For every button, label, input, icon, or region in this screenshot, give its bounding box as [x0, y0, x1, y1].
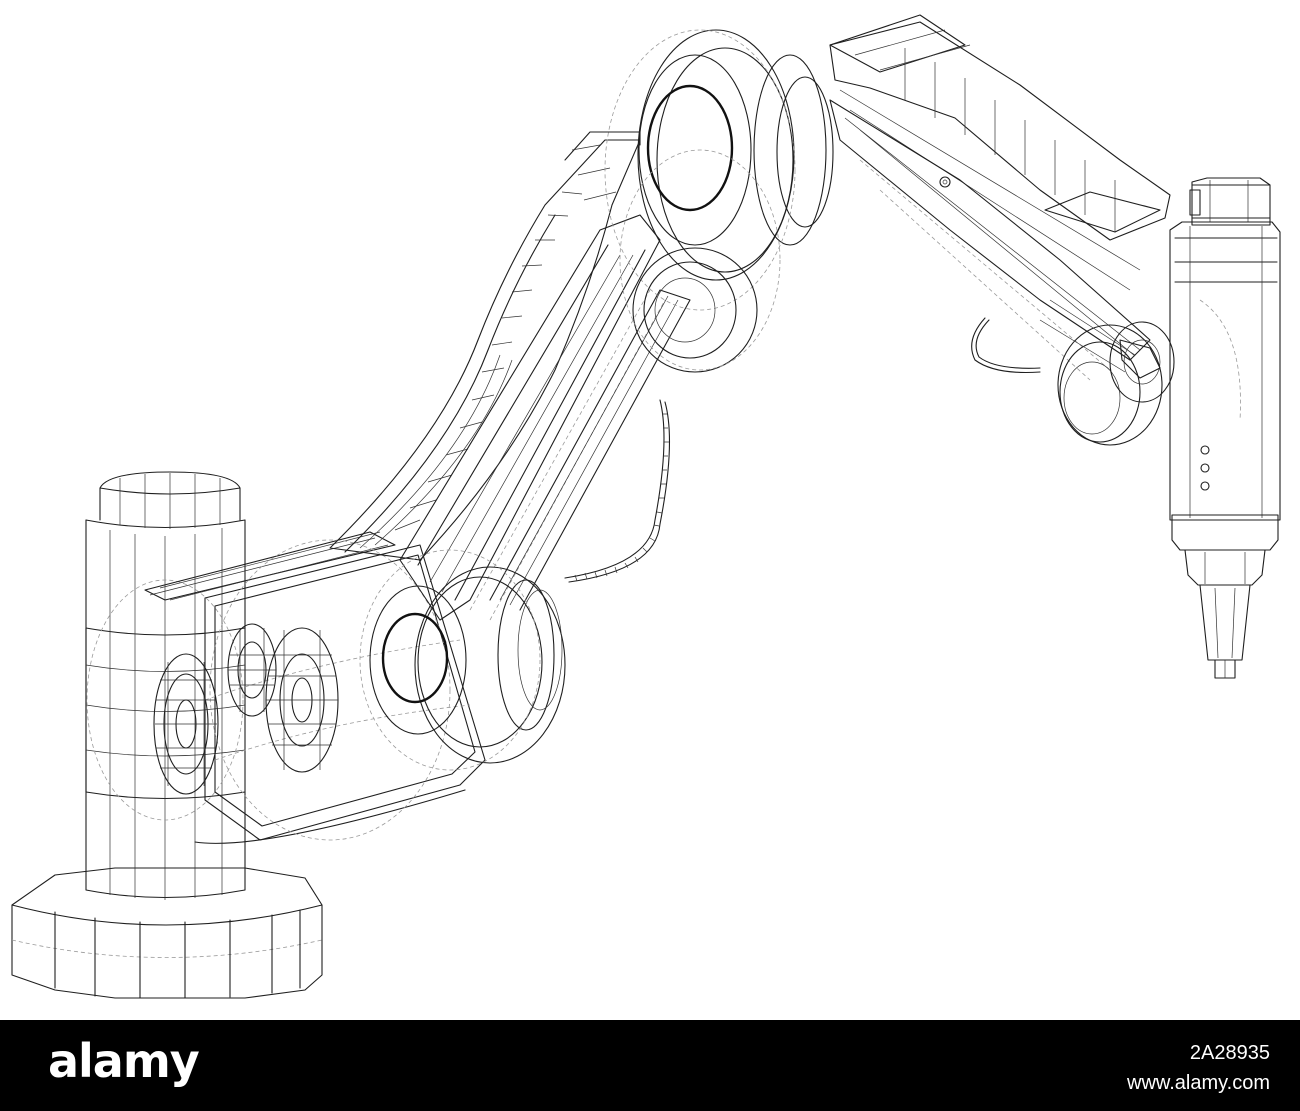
robot-arm-illustration: [11, 14, 1281, 999]
forearm: [829, 14, 1171, 381]
elbow-joint-lower: [359, 549, 566, 771]
base-column: [85, 471, 246, 900]
shoulder-joint: [604, 29, 834, 373]
tool-head: [1169, 177, 1281, 679]
watermark-footer: alamy 2A28935 www.alamy.com: [0, 1020, 1300, 1111]
base-plate: [11, 867, 323, 999]
gear-disc-right: [265, 627, 339, 773]
image-id: 2A28935: [1189, 1042, 1270, 1064]
robot-arm-drawing: [11, 14, 1281, 999]
site-url[interactable]: www.alamy.com: [1127, 1072, 1270, 1094]
wrist-joint: [1039, 299, 1175, 446]
gear-disc-left: [153, 653, 219, 795]
brand-logo[interactable]: alamy: [48, 1034, 200, 1088]
cable: [564, 317, 1041, 583]
upper-arm-plate: [399, 214, 691, 621]
shoulder-housing: [144, 531, 486, 844]
gear-disc-small: [227, 623, 277, 717]
upper-arm: [329, 131, 641, 561]
